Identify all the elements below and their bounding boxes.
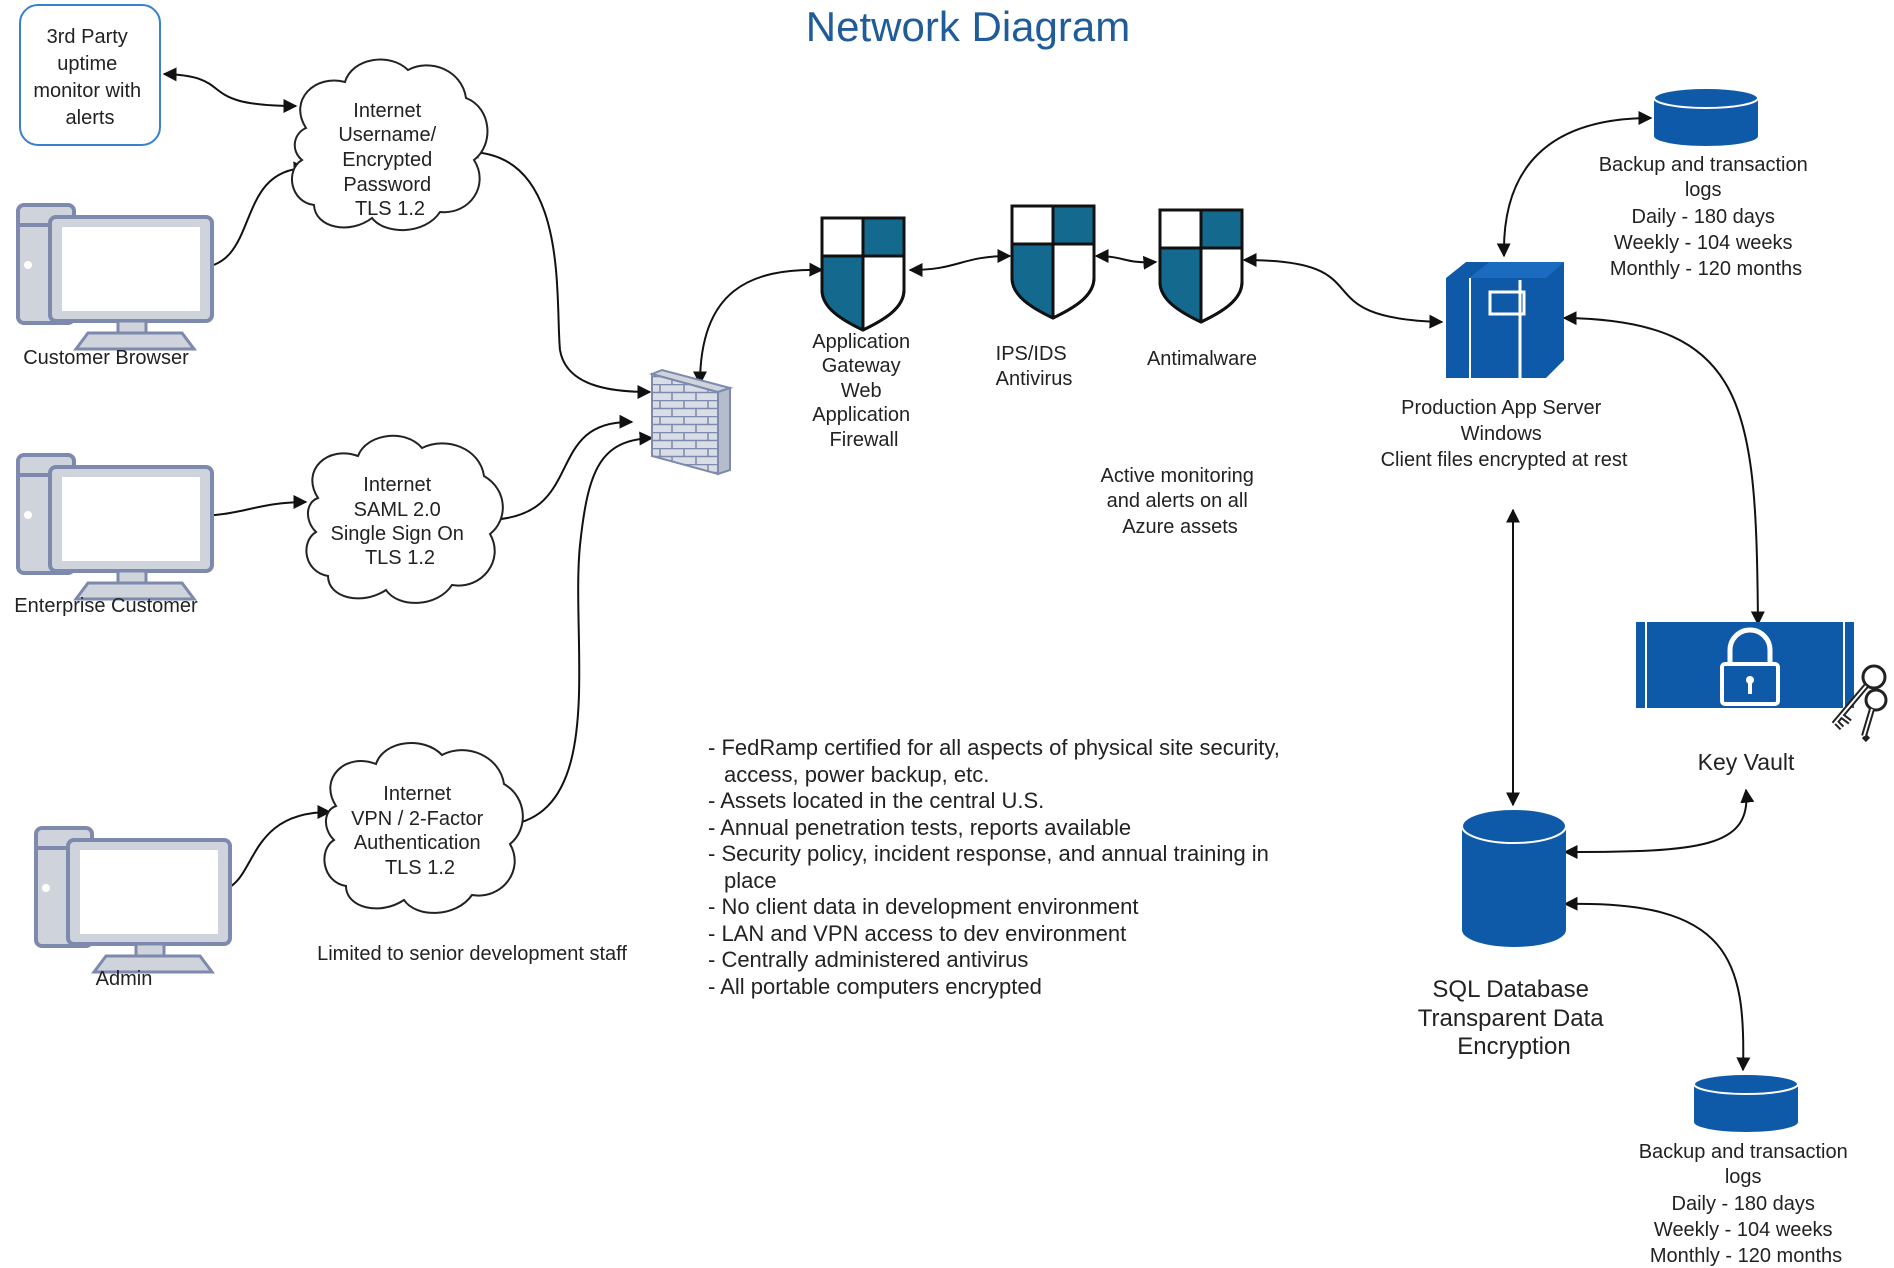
admin-label: Admin: [96, 968, 153, 990]
connector-antimalware-appserver: [1242, 253, 1444, 329]
cloud-icon-customer: Internet Username/ Encrypted Password TL…: [291, 58, 489, 231]
security-notes-list: - FedRamp certified for all aspects of p…: [708, 735, 1308, 1000]
database-icon-sql: [1461, 808, 1567, 947]
shield-icon-antimalware: [1158, 208, 1244, 324]
ips-ids-label: IPS/IDS Antivirus: [996, 343, 1073, 390]
computer-icon: [16, 203, 214, 351]
diagram-title: Network Diagram: [806, 3, 1130, 50]
keys-icon: [1831, 664, 1888, 743]
svg-text:Internet SAML 2.0: Internet SAML 2.0 Single Sign On TLS 1.2: [331, 474, 470, 569]
shield-icon-ips-ids: [1010, 204, 1096, 320]
connector-sql-keyvault: [1563, 788, 1755, 859]
svg-text:3rd Party uptime m: 3rd Party uptime monitor with alerts: [33, 26, 146, 129]
security-note: - All portable computers encrypted: [708, 973, 1042, 999]
cloud-icon-enterprise: Internet SAML 2.0 Single Sign On TLS 1.2: [305, 434, 504, 604]
security-note: - Assets located in the central U.S.: [708, 788, 1045, 813]
key-vault-label: Key Vault: [1698, 749, 1795, 775]
customer-browser-label: Customer Browser: [23, 347, 189, 369]
connector-customer-internet: [194, 161, 308, 275]
security-note: - No client data in development environm…: [708, 894, 1139, 919]
key-vault-icon: [1636, 622, 1854, 708]
app-server-label: Production App Server Windows Client fil…: [1381, 397, 1628, 471]
connector-enterprise-internet-firewall: [482, 414, 634, 527]
connector-sql-backup: [1563, 896, 1751, 1072]
firewall-icon: [648, 368, 734, 476]
sql-database-label: SQL Database Transparent Data Encryption: [1418, 976, 1611, 1060]
security-note: - LAN and VPN access to dev environment: [708, 920, 1127, 946]
shield-icon-app-gateway: [820, 216, 906, 332]
security-note: - FedRamp certified for all aspects of p…: [708, 735, 1280, 787]
backup-bottom-label: Backup and transaction logs Daily - 180 …: [1639, 1141, 1854, 1267]
monitoring-note: Active monitoring and alerts on all Azur…: [1101, 465, 1260, 538]
connector-gateway-ips: [908, 249, 1012, 277]
database-icon-backup-bottom: [1693, 1073, 1799, 1132]
security-note: - Security policy, incident response, an…: [708, 841, 1269, 893]
svg-text:Internet Username/: Internet Username/ Encrypted Password TL…: [338, 100, 441, 220]
enterprise-customer-label: Enterprise Customer: [14, 595, 198, 617]
security-note: - Annual penetration tests, reports avai…: [708, 814, 1132, 840]
svg-text:Internet VPN / 2-Factor: Internet VPN / 2-Factor Authentication T…: [351, 783, 489, 879]
connector-customer-internet-firewall: [464, 144, 652, 399]
admin-access-note: Limited to senior development staff: [317, 943, 627, 965]
connector-monitor-internet: [162, 67, 298, 113]
connector-ips-antimalware: [1094, 249, 1158, 270]
antimalware-label: Antimalware: [1147, 348, 1257, 370]
connector-admin-internet-firewall: [498, 431, 654, 833]
security-note: - Centrally administered antivirus: [708, 947, 1029, 972]
computer-icon: [34, 826, 232, 974]
app-gateway-label: Application Gateway Web Application Fire…: [812, 331, 915, 451]
computer-icon: [16, 453, 214, 601]
connector-appserver-keyvault: [1562, 311, 1765, 626]
connector-firewall-gateway: [693, 262, 824, 386]
uptime-monitor-box: 3rd Party uptime monitor with alerts: [19, 4, 161, 146]
server-icon: [1446, 262, 1564, 378]
connector-appserver-backup: [1496, 111, 1653, 258]
cloud-icon-admin: Internet VPN / 2-Factor Authentication T…: [323, 742, 524, 914]
backup-top-label: Backup and transaction logs Daily - 180 …: [1599, 154, 1814, 280]
database-icon-backup-top: [1653, 87, 1759, 146]
